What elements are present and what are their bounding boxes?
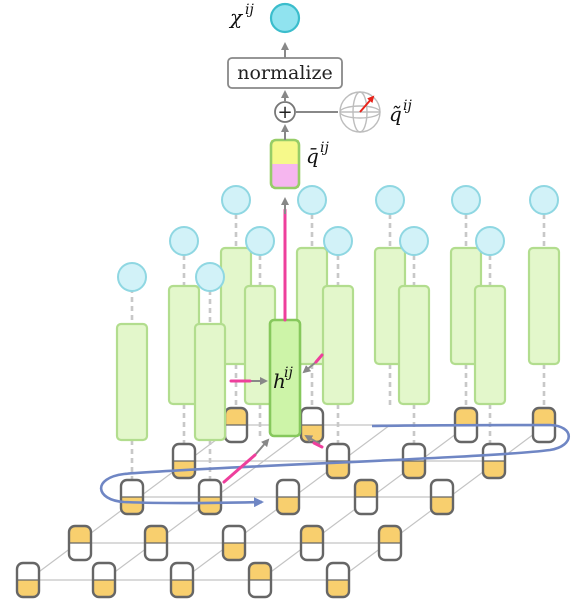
lattice-bead [401, 442, 427, 480]
lattice-bead [197, 478, 223, 516]
lattice-bead [169, 561, 195, 599]
svg-text:q̃: q̃ [389, 102, 402, 126]
column-node [375, 185, 405, 215]
column-stack [397, 284, 431, 406]
lattice-bead [223, 406, 249, 444]
lattice-bead [299, 524, 325, 562]
lattice-bead [221, 524, 247, 562]
column-dashes [130, 214, 546, 487]
lattice-bead [171, 442, 197, 480]
lattice-bead [299, 406, 325, 444]
lattice-bead [453, 406, 479, 444]
lattice-bead [15, 561, 41, 599]
input-arrow-bottom-right [304, 435, 321, 445]
trajectory-path [99, 423, 570, 508]
svg-text:h: h [273, 369, 286, 393]
lattice-bead [247, 561, 273, 599]
hidden-columns [115, 246, 561, 442]
svg-text:ij: ij [320, 140, 329, 156]
column-node [195, 262, 225, 292]
lattice-bead [119, 478, 145, 516]
lattice-bead [353, 478, 379, 516]
lattice-bead [143, 524, 169, 562]
svg-text:ij: ij [245, 2, 254, 18]
output-label: χ ij [228, 2, 254, 29]
pink-attention-lines [222, 208, 324, 484]
input-arrow-bottom-left [254, 438, 270, 456]
column-stack [473, 284, 507, 406]
lattice-bead [429, 478, 455, 516]
column-stack [115, 322, 149, 442]
normalize-label: normalize [237, 62, 333, 84]
column-node [221, 185, 251, 215]
lattice-bead [325, 442, 351, 480]
column-node [117, 262, 147, 292]
column-node [245, 226, 275, 256]
svg-text:ij: ij [284, 365, 293, 381]
beads-front-rows [15, 524, 403, 599]
lattice-bead [275, 478, 301, 516]
lattice-bead [325, 561, 351, 599]
plus-node [274, 101, 296, 123]
column-stack [321, 284, 355, 406]
lattice-bead [91, 561, 117, 599]
hidden-label: h ij [273, 365, 293, 393]
column-node [323, 226, 353, 256]
svg-text:q̄: q̄ [306, 144, 319, 168]
column-stack [193, 322, 227, 442]
qbar-label: q̄ ij [306, 140, 329, 168]
direction-arrow [359, 95, 375, 113]
column-node [399, 226, 429, 256]
svg-text:ij: ij [403, 98, 412, 114]
lattice-bead [481, 442, 507, 480]
lattice-bead [377, 524, 403, 562]
svg-text:χ: χ [228, 5, 244, 29]
column-node [475, 226, 505, 256]
column-node [451, 185, 481, 215]
column-node [529, 185, 559, 215]
plus-symbol: + [277, 102, 292, 123]
input-arrow-right [302, 361, 317, 374]
column-node [297, 185, 327, 215]
column-nodes [117, 185, 559, 292]
column-node [169, 226, 199, 256]
output-node [269, 2, 301, 34]
qtilde-label: q̃ ij [389, 98, 412, 126]
column-stack [527, 246, 561, 366]
qbar-block [269, 138, 301, 190]
lattice-bead [67, 524, 93, 562]
